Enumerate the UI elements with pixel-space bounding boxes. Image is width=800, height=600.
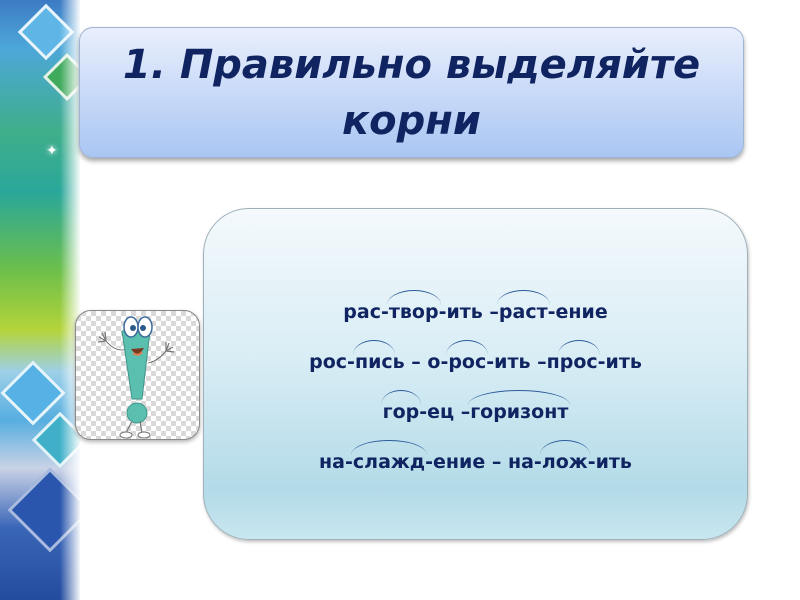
word-segment: -ец – xyxy=(419,401,471,423)
word-segment: -ение xyxy=(547,301,608,323)
diamond-shape xyxy=(42,52,80,102)
diamond-shape xyxy=(7,467,80,553)
exercise-box: рас-твор-ить – раст-ение рос-пись – о-ро… xyxy=(203,208,748,540)
slide-title-line1: 1. Правильно выделяйте xyxy=(122,41,701,88)
root-segment: гор xyxy=(380,390,421,427)
root-segment: раст xyxy=(496,290,550,327)
word-line-3: гор-ец – горизонт xyxy=(204,390,747,441)
word-segment: -ить xyxy=(597,351,642,373)
word-segment: на- xyxy=(319,451,353,473)
word-segment: рос- xyxy=(309,351,355,373)
title-box: 1. Правильно выделяйте корни xyxy=(79,27,744,158)
root-segment: рос xyxy=(446,340,489,377)
mascot-image-frame xyxy=(75,310,200,440)
decorative-side-strip: ✦ xyxy=(0,0,80,600)
word-line-4: на-слажд-ение – на-лож-ить xyxy=(204,440,747,491)
root-segment: пис xyxy=(352,340,395,377)
root-segment: горизонт xyxy=(468,390,571,427)
word-segment: -ение – на- xyxy=(425,451,542,473)
word-segment: -ить –п xyxy=(486,351,560,373)
slide-title-line2: корни xyxy=(342,97,481,144)
word-segment: рас- xyxy=(343,301,389,323)
root-segment: лож xyxy=(539,440,590,477)
sparkle-icon: ✦ xyxy=(46,142,58,158)
word-list: рас-твор-ить – раст-ение рос-пись – о-ро… xyxy=(204,290,747,491)
word-segment: -ить – xyxy=(438,301,499,323)
root-segment: рос xyxy=(557,340,600,377)
root-segment: твор xyxy=(386,290,441,327)
root-segment: слажд xyxy=(350,440,428,477)
exclamation-mascot-icon xyxy=(97,316,175,439)
word-line-2: рос-пись – о-рос-ить –прос-ить xyxy=(204,340,747,391)
word-segment: ь – о- xyxy=(392,351,449,373)
diamond-shape xyxy=(17,3,75,61)
diamond-shape xyxy=(31,411,80,469)
word-segment: -ить xyxy=(587,451,632,473)
word-line-1: рас-твор-ить – раст-ение xyxy=(204,290,747,341)
